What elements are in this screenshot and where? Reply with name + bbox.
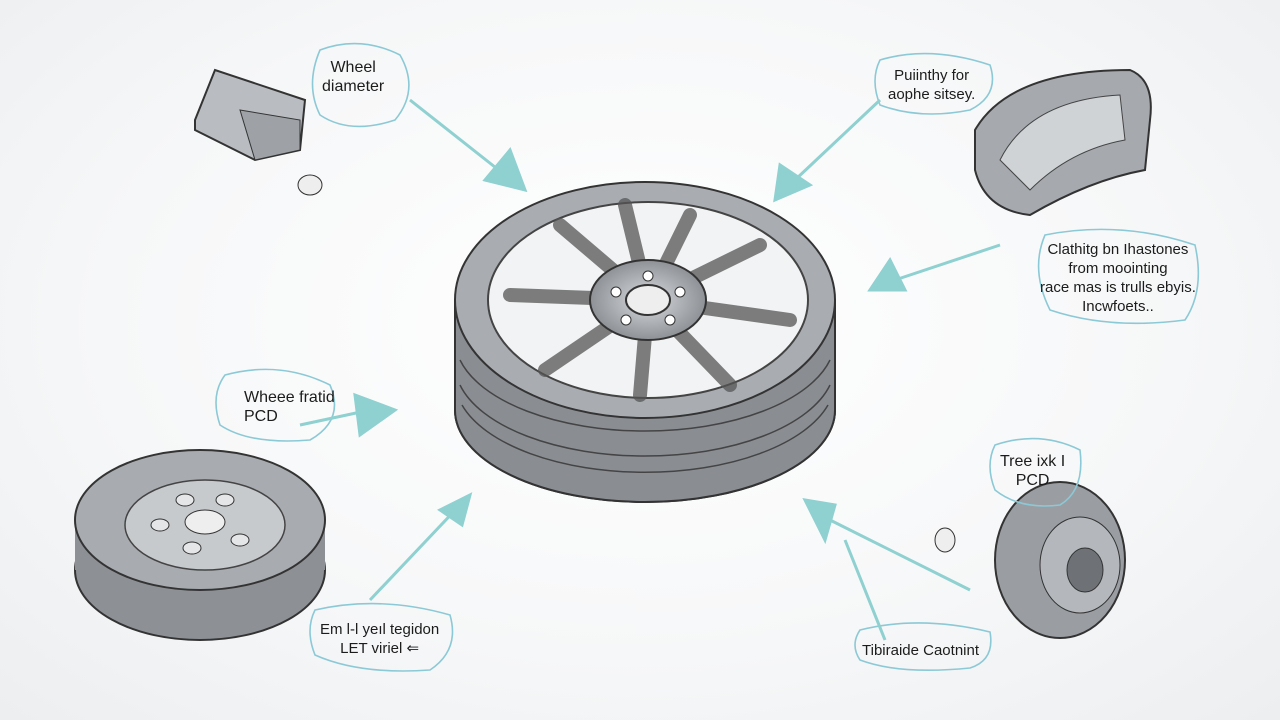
brake-caliper (974, 68, 1152, 217)
label-line: Wheee fratid (244, 389, 335, 406)
label-wheel-diameter: Wheel diameter (322, 58, 384, 96)
label-line: LET viriel ⇐ (340, 640, 420, 657)
lug-bracket (194, 68, 323, 196)
label-line: aophe sitsey. (888, 86, 976, 103)
label-line: race mas is trulls ebyis. (1040, 279, 1196, 296)
label-line: Puiinthy for (894, 67, 970, 84)
label-line: PCD (244, 408, 278, 425)
wheel-hub (934, 481, 1126, 639)
label-right-pcd: Tree ixk I PCD (1000, 452, 1065, 490)
label-line: Tibiraide Caotnint (862, 642, 980, 659)
label-bottom-right: Tibiraide Caotnint (862, 641, 979, 660)
label-line: Em l-l yeıl tegidon (320, 621, 440, 638)
label-line: from moointing (1068, 260, 1168, 277)
main-wheel (454, 181, 836, 503)
label-line: PCD (1015, 472, 1050, 489)
label-line: Tree ixk I (1000, 453, 1066, 470)
label-line: Clathitg bn Ihastones (1047, 241, 1189, 258)
label-right-middle: Clathitg bn Ihastones from moointing race … (1040, 240, 1196, 316)
speech-bubbles (215, 42, 1200, 672)
label-line: Wheel (330, 59, 376, 76)
label-top-right: Puiinthy for aophe sitsey. (888, 66, 975, 104)
arrows (299, 98, 1001, 641)
label-line: Incwfoets.. (1082, 298, 1154, 315)
label-line: diameter (322, 78, 385, 95)
left-tire (74, 449, 326, 641)
